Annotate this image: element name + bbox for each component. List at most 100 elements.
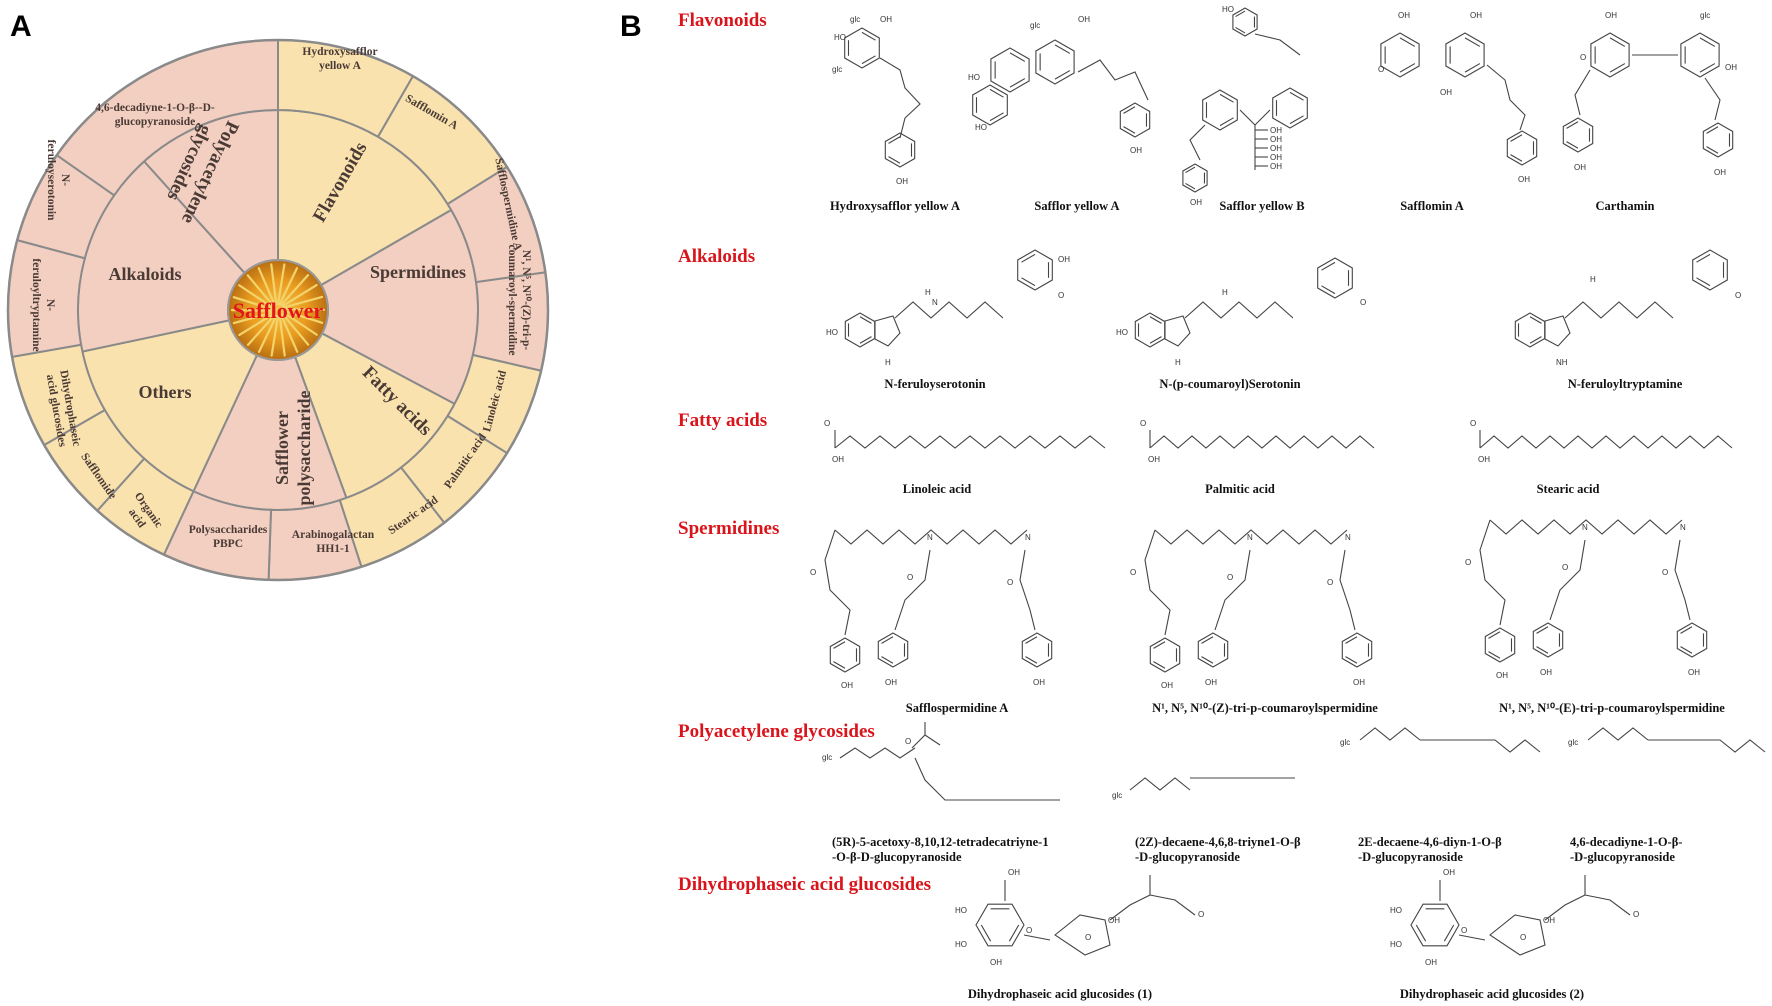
atom-label: O xyxy=(1130,568,1136,577)
compound-name: N-feruloyserotonin xyxy=(884,377,985,391)
center-label: Safflower xyxy=(233,298,324,323)
atom-label: N xyxy=(1345,533,1351,542)
outer-item-label: N-feruloyltryptamine xyxy=(30,258,56,351)
atom-label: glc xyxy=(850,15,860,24)
atom-label: OH xyxy=(1496,671,1508,680)
atom-label: glc xyxy=(1568,738,1578,747)
chain xyxy=(834,529,1028,545)
atom-label: OH xyxy=(1543,916,1555,925)
atom-label: O xyxy=(1465,558,1471,567)
atom-label: HO xyxy=(1116,328,1128,337)
ring xyxy=(1134,312,1166,348)
ring xyxy=(972,84,1008,126)
atom-label: N xyxy=(927,533,933,542)
atom-label: O xyxy=(1562,563,1568,572)
atom-label: N xyxy=(1582,523,1588,532)
compound-name: Palmitic acid xyxy=(1205,482,1275,496)
atom-label: OH xyxy=(1058,255,1070,264)
outer-item-label: N¹, N⁵, N¹⁰-(Z)-tri-p-coumaroyl-spermidi… xyxy=(506,245,533,356)
atom-label: OH xyxy=(1605,11,1617,20)
atom-label: H xyxy=(925,288,931,297)
outer-item-label: N-feruloyserotonin xyxy=(45,140,71,222)
ring xyxy=(1676,622,1708,658)
ring xyxy=(1484,627,1516,663)
atom-label: O xyxy=(1026,926,1032,935)
panel-b-letter: B xyxy=(620,10,642,43)
compound-name: N¹, N⁵, N¹⁰-(E)-tri-p-coumaroylspermidin… xyxy=(1499,701,1725,715)
chain xyxy=(1479,435,1733,449)
section-title-spermidines: Spermidines xyxy=(678,518,779,539)
atom-label: N xyxy=(932,298,938,307)
ring xyxy=(884,132,916,168)
section-title-alkaloids: Alkaloids xyxy=(678,246,755,267)
atom-label: OH xyxy=(896,177,908,186)
structure-2z-decaene-triyne: glc xyxy=(1112,777,1295,800)
atom-label: H xyxy=(1590,275,1596,284)
atom-label: HO xyxy=(834,33,846,42)
atom-label: glc xyxy=(822,753,832,762)
atom-label: O xyxy=(810,568,816,577)
atom-label: OH xyxy=(1270,135,1282,144)
atom-label: O xyxy=(1520,933,1526,942)
atom-label: O xyxy=(1327,578,1333,587)
ring xyxy=(975,903,1025,947)
atom-label: O xyxy=(907,573,913,582)
safflower-image xyxy=(227,259,329,361)
ring xyxy=(1119,102,1151,138)
chain xyxy=(834,435,1106,449)
atom-label: HO xyxy=(1222,5,1234,14)
section-title-flavonoids: Flavonoids xyxy=(678,10,767,31)
atom-label: O xyxy=(1085,933,1091,942)
ring xyxy=(1317,257,1353,299)
atom-label: OH xyxy=(841,681,853,690)
compound-name: Stearic acid xyxy=(1537,482,1600,496)
atom-label: O xyxy=(1470,419,1476,428)
chain xyxy=(1154,529,1348,545)
atom-label: OH xyxy=(1470,11,1482,20)
section-title-dihydrophaseic: Dihydrophaseic acid glucosides xyxy=(678,874,931,895)
atom-label: glc xyxy=(1700,11,1710,20)
ring xyxy=(1182,163,1208,193)
atom-label: OH xyxy=(1725,63,1737,72)
compound-name: Safflor yellow B xyxy=(1219,199,1304,213)
ring xyxy=(1562,117,1594,153)
compound-name: Linoleic acid xyxy=(903,482,971,496)
atom-label: OH xyxy=(1425,958,1437,967)
atom-label: H xyxy=(1175,358,1181,367)
atom-label: OH xyxy=(1398,11,1410,20)
ring xyxy=(1202,89,1238,131)
atom-label: HO xyxy=(975,123,987,132)
chain xyxy=(894,301,1004,319)
chain xyxy=(839,747,916,759)
atom-label: OH xyxy=(1540,668,1552,677)
atom-label: OH xyxy=(832,455,844,464)
compound-name: Dihydrophaseic acid glucosides (2) xyxy=(1400,987,1584,1001)
chain xyxy=(1184,301,1294,319)
atom-label: OH xyxy=(1130,146,1142,155)
atom-label: N xyxy=(1680,523,1686,532)
atom-label: O xyxy=(1198,910,1204,919)
ring xyxy=(1272,87,1308,129)
atom-label: OH xyxy=(1353,678,1365,687)
atom-label: O xyxy=(1007,578,1013,587)
atom-label: HO xyxy=(955,906,967,915)
ring xyxy=(1021,632,1053,668)
atom-label: O xyxy=(1662,568,1668,577)
compound-name: Dihydrophaseic acid glucosides (1) xyxy=(968,987,1152,1001)
chain xyxy=(1587,727,1649,741)
compound-name: Carthamin xyxy=(1595,199,1654,213)
atom-label: OH xyxy=(1161,681,1173,690)
atom-label: H xyxy=(1222,288,1228,297)
atom-label: OH xyxy=(1518,175,1530,184)
compound-name: Hydroxysafflor yellow A xyxy=(830,199,960,213)
